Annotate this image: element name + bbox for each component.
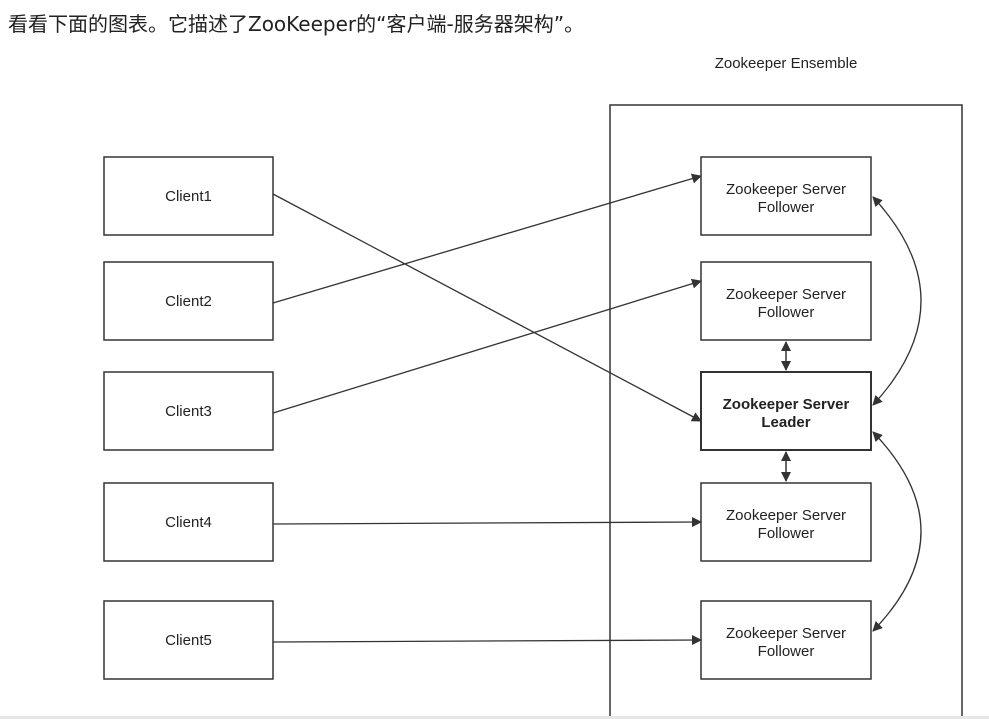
client-box — [103, 482, 274, 562]
ensemble-label: Zookeeper Ensemble — [715, 55, 858, 72]
server-title: Zookeeper Server — [726, 286, 846, 303]
client-server-connection — [272, 278, 702, 414]
client-label: Client4 — [165, 514, 212, 531]
client-label: Client1 — [165, 188, 212, 205]
client-server-connection — [272, 193, 702, 422]
server-role: Follower — [758, 643, 815, 660]
server-title: Zookeeper Server — [726, 507, 846, 524]
client-box — [103, 600, 274, 680]
client-node: Client2 — [103, 261, 274, 341]
server-box — [700, 482, 872, 562]
client-node: Client1 — [103, 156, 274, 236]
server-role: Follower — [758, 199, 815, 216]
client-node: Client5 — [103, 600, 274, 680]
server-box — [700, 156, 872, 236]
client-box — [103, 261, 274, 341]
client-label: Client3 — [165, 403, 212, 420]
client-label: Client5 — [165, 632, 212, 649]
client-box — [103, 371, 274, 451]
client-server-connection — [272, 173, 702, 304]
intro-text: 看看下面的图表。它描述了ZooKeeper的“客户端-服务器架构”。 — [8, 12, 585, 36]
server-role: Follower — [758, 525, 815, 542]
server-title: Zookeeper Server — [723, 396, 850, 413]
server-box — [700, 261, 872, 341]
connections-layer — [272, 173, 702, 646]
client-box — [103, 156, 274, 236]
client-label: Client2 — [165, 293, 212, 310]
server-role: Leader — [761, 414, 810, 431]
server-title: Zookeeper Server — [726, 181, 846, 198]
client-server-connection — [272, 517, 702, 528]
server-title: Zookeeper Server — [726, 625, 846, 642]
server-box — [700, 600, 872, 680]
bottom-divider — [0, 716, 989, 719]
server-role: Follower — [758, 304, 815, 321]
client-server-connection — [272, 635, 702, 646]
server-box — [700, 371, 872, 451]
client-node: Client3 — [103, 371, 274, 451]
peer-links-layer — [781, 196, 922, 632]
peer-link-curve — [872, 431, 922, 632]
peer-link-curve — [872, 196, 922, 406]
client-node: Client4 — [103, 482, 274, 562]
